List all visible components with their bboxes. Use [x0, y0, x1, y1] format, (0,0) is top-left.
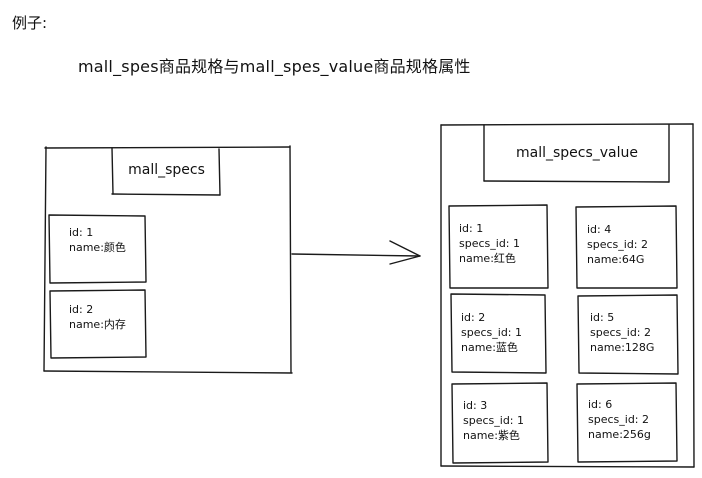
record-id: id: 1 [69, 226, 94, 239]
record-id: id: 2 [461, 311, 486, 324]
left-record-2: id: 2 name:内存 [69, 302, 126, 332]
right-record-3: id: 3 specs_id: 1 name:紫色 [463, 398, 524, 443]
record-specs-id: specs_id: 1 [459, 237, 520, 250]
right-record-4: id: 4 specs_id: 2 name:64G [587, 222, 648, 267]
right-record-box-6 [576, 382, 678, 463]
record-specs-id: specs_id: 1 [463, 414, 524, 427]
record-name: name:紫色 [463, 429, 520, 442]
right-record-5: id: 5 specs_id: 2 name:128G [590, 310, 654, 355]
right-record-box-5 [577, 294, 679, 375]
record-id: id: 4 [587, 223, 612, 236]
left-record-box-1 [48, 214, 147, 284]
record-id: id: 2 [69, 303, 94, 316]
right-record-box-1 [448, 204, 549, 289]
record-name: name:64G [587, 253, 645, 266]
record-specs-id: specs_id: 2 [588, 413, 649, 426]
record-name: name:128G [590, 341, 655, 354]
right-record-2: id: 2 specs_id: 1 name:蓝色 [461, 310, 522, 355]
record-name: name:256g [588, 428, 651, 441]
right-record-6: id: 6 specs_id: 2 name:256g [588, 397, 651, 442]
record-id: id: 1 [459, 222, 484, 235]
page-heading: 例子: [12, 14, 48, 32]
relation-arrow [291, 240, 421, 265]
mall-specs-value-title-box [483, 124, 670, 183]
record-specs-id: specs_id: 2 [590, 326, 651, 339]
record-name: name:颜色 [69, 241, 126, 254]
mall-specs-frame [43, 145, 293, 374]
mall-specs-title-box [111, 147, 221, 196]
record-id: id: 5 [590, 311, 615, 324]
record-specs-id: specs_id: 1 [461, 326, 522, 339]
left-record-1: id: 1 name:颜色 [69, 225, 126, 255]
right-record-box-4 [575, 205, 678, 289]
record-name: name:内存 [69, 318, 126, 331]
record-specs-id: specs_id: 2 [587, 238, 648, 251]
record-name: name:蓝色 [461, 341, 518, 354]
right-record-box-2 [450, 293, 547, 374]
record-id: id: 3 [463, 399, 488, 412]
record-id: id: 6 [588, 398, 613, 411]
left-record-box-2 [49, 289, 147, 359]
diagram-subtitle: mall_spes商品规格与mall_spes_value商品规格属性 [78, 57, 471, 76]
mall-specs-value-frame [440, 123, 695, 468]
right-record-box-3 [451, 382, 549, 464]
mall-specs-value-title: mall_specs_value [515, 145, 639, 161]
mall-specs-title: mall_specs [128, 162, 205, 178]
record-name: name:红色 [459, 252, 516, 265]
right-record-1: id: 1 specs_id: 1 name:红色 [459, 221, 520, 266]
